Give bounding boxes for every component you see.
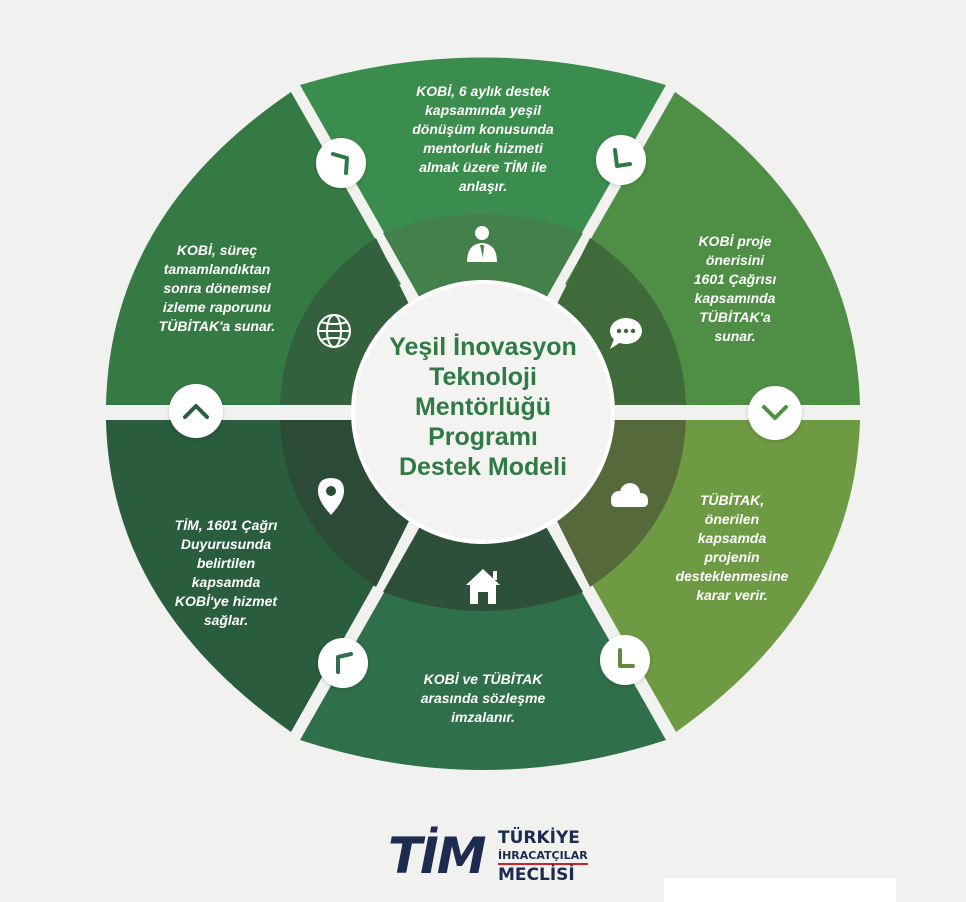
- logo-line-3: MECLİSİ: [498, 865, 575, 885]
- center-disc: [351, 280, 615, 544]
- segment-bottom: [300, 545, 666, 770]
- segment-text-upper-left: KOBİ, süreç tamamlandıktan sonra dönemse…: [158, 242, 276, 334]
- inner-ring-lower-left: [280, 420, 414, 587]
- badge-lower-right-to-bottom: [600, 635, 650, 685]
- logo-line-2: İHRACATÇILAR: [498, 849, 588, 865]
- segment-text-upper-right: KOBİ proje önerisini 1601 Çağrısı kapsam…: [693, 233, 777, 344]
- tim-logo: TİM TÜRKİYE İHRACATÇILAR MECLİSİ: [388, 826, 588, 886]
- badge-left-chevron-up: [169, 384, 223, 438]
- home-icon: [466, 569, 500, 604]
- inner-ring-bottom: [383, 516, 583, 611]
- badge-right-chevron-down: [748, 386, 802, 440]
- logo-mark: TİM: [388, 827, 486, 885]
- center-title: Yeşil İnovasyon Teknoloji Mentörlüğü Pro…: [389, 333, 577, 481]
- badge-bottom-to-lower-left: [318, 638, 368, 688]
- segment-top: [300, 57, 666, 280]
- logo-line-1: TÜRKİYE: [498, 828, 580, 848]
- badge-top-to-upper-right: [596, 135, 646, 185]
- segment-text-lower-right: TÜBİTAK, önerilen kapsamda projenin dest…: [675, 492, 789, 603]
- globe-icon: [317, 314, 351, 348]
- corner-white-box: [664, 878, 896, 902]
- segment-text-lower-left: TİM, 1601 Çağrı Duyurusunda belirtilen k…: [174, 517, 278, 628]
- segment-text-bottom: KOBİ ve TÜBİTAK arasında sözleşme imzala…: [420, 671, 546, 725]
- person-icon: [467, 226, 497, 262]
- cloud-icon: [611, 483, 648, 507]
- chat-icon: [610, 318, 642, 349]
- segment-text-top: KOBİ, 6 aylık destek kapsamında yeşil dö…: [412, 83, 554, 194]
- badge-upper-left-to-top: [316, 138, 366, 188]
- location-pin-icon: [318, 478, 344, 515]
